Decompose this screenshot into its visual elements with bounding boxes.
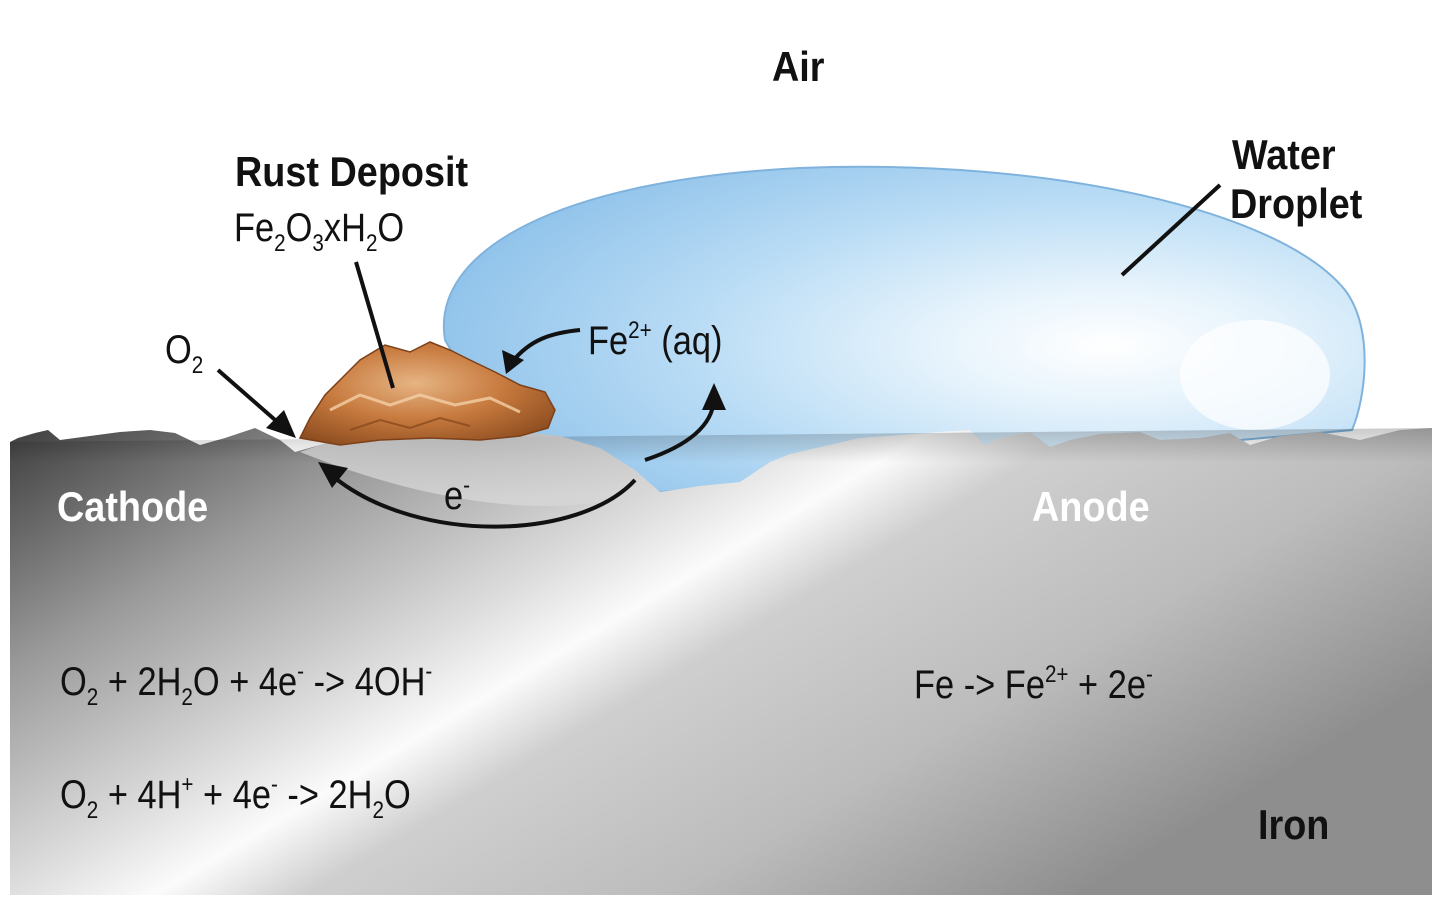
water-droplet	[442, 165, 1366, 494]
electron-label: e-	[444, 472, 471, 518]
rust-formula: Fe2O3xH2O	[234, 206, 405, 257]
o2-label: O2	[165, 328, 204, 379]
air-label: Air	[772, 43, 825, 90]
fe-ion-arrow-from-anode	[644, 383, 726, 462]
rust-deposit-label: Rust Deposit	[235, 148, 469, 195]
o2-arrow	[216, 368, 296, 438]
corrosion-pit	[300, 432, 650, 507]
cathode-equation-2: O2 + 4H+ + 4e- -> 2H2O	[60, 771, 411, 824]
rust-pointer-line	[354, 261, 395, 389]
rust-deposit	[298, 341, 556, 446]
cathode-equation-1: O2 + 2H2O + 4e- -> 4OH-	[60, 658, 433, 711]
fe-ion-arrow-to-rust	[502, 328, 581, 374]
droplet-label: Droplet	[1230, 180, 1363, 227]
cathode-label: Cathode	[57, 483, 209, 530]
anode-label: Anode	[1032, 483, 1150, 530]
water-label: Water	[1232, 131, 1336, 178]
anode-equation: Fe -> Fe2+ + 2e-	[914, 661, 1153, 707]
fe-ion-label: Fe2+ (aq)	[588, 317, 723, 363]
water-pointer-line	[1120, 183, 1222, 277]
iron-label: Iron	[1258, 801, 1330, 848]
electron-arrow	[318, 462, 637, 529]
